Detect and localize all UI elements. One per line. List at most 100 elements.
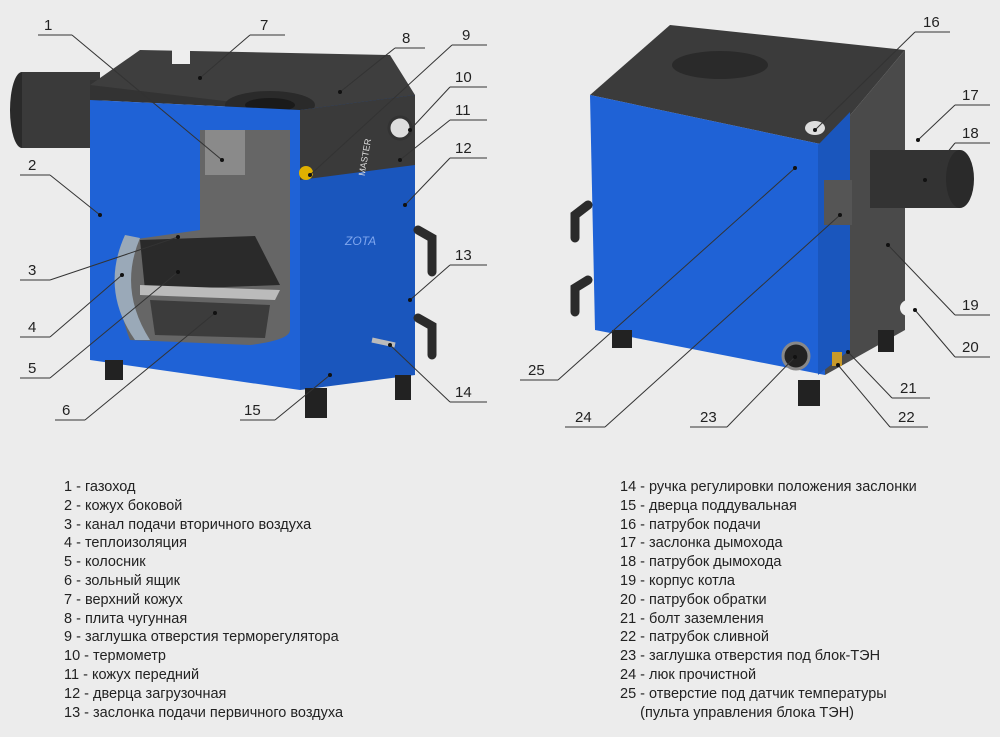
leader-line bbox=[389, 344, 451, 403]
leader-dot bbox=[923, 178, 927, 182]
leader-line bbox=[49, 174, 101, 216]
callout-12: 12 bbox=[403, 140, 487, 207]
callout-number: 14 bbox=[455, 384, 472, 401]
callout-23: 23 bbox=[690, 355, 797, 428]
callout-14: 14 bbox=[388, 343, 487, 403]
leader-dot bbox=[836, 363, 840, 367]
legend-item: 10 - термометр bbox=[64, 648, 166, 665]
leader-dot bbox=[220, 158, 224, 162]
leader-line bbox=[309, 44, 453, 176]
supply-pipe-cap bbox=[172, 50, 190, 64]
legend-item: 6 - зольный ящик bbox=[64, 572, 180, 589]
callout-number: 8 bbox=[402, 30, 410, 47]
callout-number: 25 bbox=[528, 362, 545, 379]
callout-number: 16 bbox=[923, 14, 940, 31]
callout-number: 20 bbox=[962, 339, 979, 356]
thermoregulator-plug bbox=[299, 166, 313, 180]
leader-dot bbox=[198, 76, 202, 80]
callout-21: 21 bbox=[846, 350, 930, 399]
rear-body bbox=[590, 95, 825, 375]
legend-item: (пульта управления блока ТЭН) bbox=[620, 704, 854, 721]
leader-line bbox=[887, 244, 956, 316]
door-handle bbox=[413, 225, 437, 277]
leader-dot bbox=[813, 128, 817, 132]
leader-dot bbox=[793, 166, 797, 170]
callout-3: 3 bbox=[20, 235, 180, 281]
callout-number: 2 bbox=[28, 157, 36, 174]
leader-line bbox=[924, 142, 956, 181]
leader-line bbox=[339, 47, 396, 93]
boiler-diagram: MASTER ZOTA bbox=[10, 14, 990, 428]
callout-16: 16 bbox=[813, 14, 950, 132]
legend-item: 19 - корпус котла bbox=[620, 572, 735, 589]
callout-number: 21 bbox=[900, 380, 917, 397]
boiler-front-view: MASTER ZOTA bbox=[10, 50, 437, 418]
legend-item: 8 - плита чугунная bbox=[64, 610, 188, 627]
legend-item: 7 - верхний кожух bbox=[64, 591, 183, 608]
callout-2: 2 bbox=[20, 157, 102, 217]
chimney-pipe bbox=[870, 150, 960, 208]
leader-line bbox=[409, 264, 451, 301]
callout-24: 24 bbox=[565, 213, 842, 428]
callout-number: 4 bbox=[28, 319, 36, 336]
legend-item: 16 - патрубок подачи bbox=[620, 516, 761, 533]
ash-box bbox=[150, 300, 270, 338]
leader-line bbox=[49, 274, 123, 338]
callout-20: 20 bbox=[913, 308, 990, 358]
callout-number: 7 bbox=[260, 17, 268, 34]
callout-22: 22 bbox=[836, 363, 928, 428]
legend-item: 25 - отверстие под датчик температуры bbox=[620, 685, 887, 702]
leader-dot bbox=[120, 273, 124, 277]
callout-number: 12 bbox=[455, 140, 472, 157]
callout-15: 15 bbox=[240, 373, 332, 421]
legend-item: 13 - заслонка подачи первичного воздуха bbox=[64, 704, 344, 721]
callout-number: 5 bbox=[28, 360, 36, 377]
callout-25: 25 bbox=[520, 166, 797, 381]
callout-number: 6 bbox=[62, 402, 70, 419]
return-pipe bbox=[900, 300, 916, 316]
leader-dot bbox=[176, 235, 180, 239]
leader-line bbox=[399, 119, 451, 161]
legend-item: 1 - газоход bbox=[64, 479, 136, 495]
callout-number: 23 bbox=[700, 409, 717, 426]
leader-line bbox=[604, 214, 841, 428]
leader-dot bbox=[398, 158, 402, 162]
leader-line bbox=[917, 104, 956, 141]
leader-dot bbox=[408, 298, 412, 302]
callout-11: 11 bbox=[398, 102, 487, 162]
leader-line bbox=[847, 351, 893, 399]
callout-number: 13 bbox=[455, 247, 472, 264]
legend-item: 18 - патрубок дымохода bbox=[620, 554, 782, 571]
legend-item: 21 - болт заземления bbox=[620, 610, 764, 627]
leader-dot bbox=[838, 213, 842, 217]
callout-17: 17 bbox=[916, 87, 990, 142]
legend-item: 17 - заслонка дымохода bbox=[620, 535, 783, 552]
leader-line bbox=[84, 312, 216, 421]
callout-number: 1 bbox=[44, 17, 52, 34]
legend-item: 3 - канал подачи вторичного воздуха bbox=[64, 516, 312, 533]
boiler-rear-view bbox=[570, 25, 974, 406]
callout-number: 3 bbox=[28, 262, 36, 279]
leader-line bbox=[837, 364, 891, 428]
leader-dot bbox=[213, 311, 217, 315]
legend-item: 9 - заглушка отверстия терморегулятора bbox=[64, 629, 339, 646]
leader-dot bbox=[846, 350, 850, 354]
leader-dot bbox=[98, 213, 102, 217]
leader-dot bbox=[176, 270, 180, 274]
leader-dot bbox=[338, 90, 342, 94]
legend-item: 20 - патрубок обратки bbox=[620, 591, 767, 608]
legend-item: 4 - теплоизоляция bbox=[64, 535, 187, 552]
leader-line bbox=[404, 157, 451, 206]
callout-number: 22 bbox=[898, 409, 915, 426]
legend-item: 24 - люк прочистной bbox=[620, 666, 757, 683]
leader-dot bbox=[388, 343, 392, 347]
legend-item: 15 - дверца поддувальная bbox=[620, 497, 797, 514]
brand-label: ZOTA bbox=[344, 234, 376, 248]
callout-number: 9 bbox=[462, 27, 470, 44]
leader-dot bbox=[328, 373, 332, 377]
grate bbox=[140, 236, 280, 290]
callout-number: 15 bbox=[244, 402, 261, 419]
leader-line bbox=[409, 86, 451, 131]
leader-line bbox=[726, 356, 796, 428]
